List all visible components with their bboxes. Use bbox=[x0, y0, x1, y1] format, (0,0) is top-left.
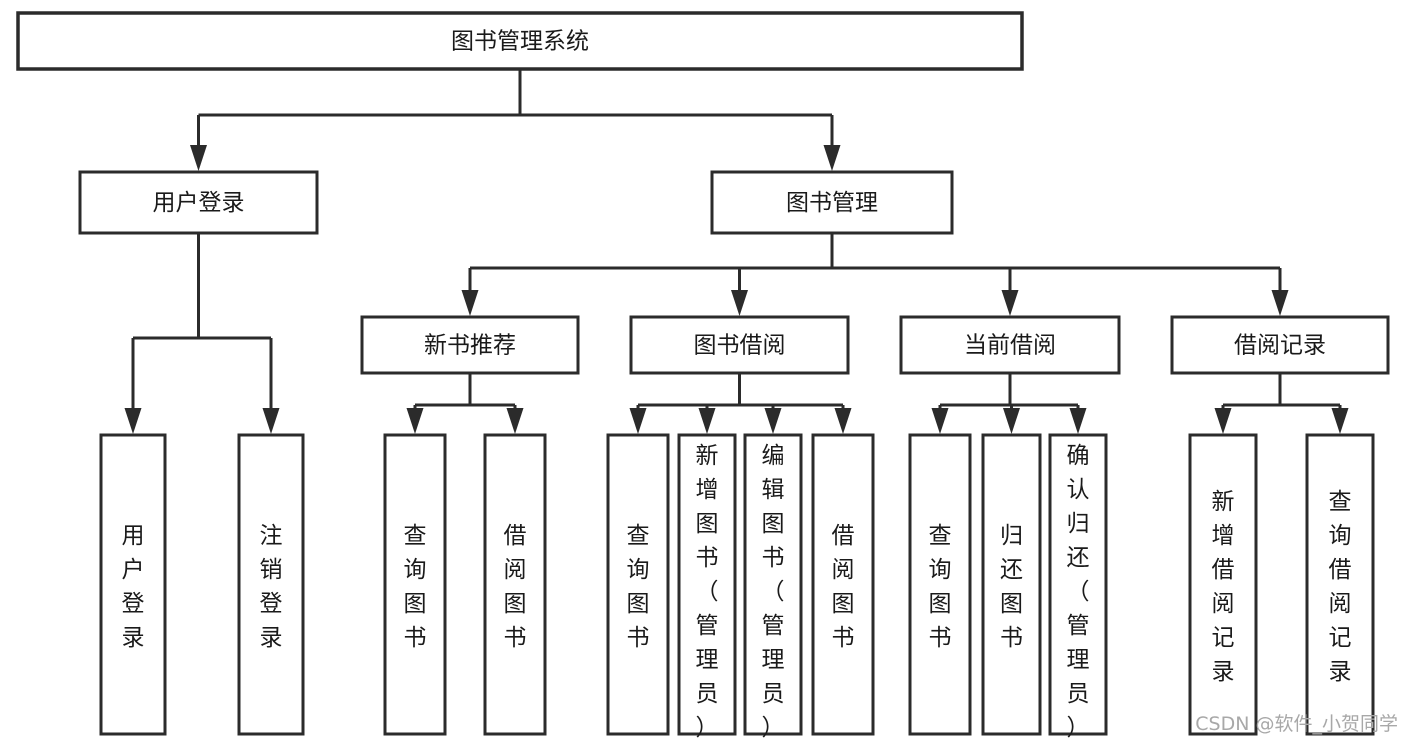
node-box-leaf-borrow-book-2[interactable] bbox=[811, 433, 875, 736]
node-box-user-login[interactable] bbox=[78, 170, 319, 235]
node-box-book-borrow[interactable] bbox=[629, 315, 850, 375]
node-leaf-query-book-2[interactable]: 查询图书 bbox=[606, 433, 670, 736]
node-borrow-record[interactable]: 借阅记录 bbox=[1170, 315, 1390, 375]
connector-group-root bbox=[190, 69, 841, 171]
node-leaf-add-book[interactable]: 新增图书（管理员） bbox=[677, 433, 737, 741]
node-leaf-query-book-3[interactable]: 查询图书 bbox=[908, 433, 972, 736]
node-leaf-edit-book[interactable]: 编辑图书（管理员） bbox=[743, 433, 803, 741]
node-leaf-query-record[interactable]: 查询借阅记录 bbox=[1305, 433, 1375, 736]
node-label-book-management: 图书管理 bbox=[786, 190, 878, 216]
node-label-leaf-query-book-2: 查询图书 bbox=[627, 523, 650, 651]
node-box-leaf-add-book[interactable] bbox=[677, 433, 737, 736]
node-label-leaf-query-book-1: 查询图书 bbox=[404, 523, 427, 651]
node-label-leaf-user-logout: 注销登录 bbox=[260, 523, 283, 651]
arrow-head-leaf-query-book-3 bbox=[931, 408, 949, 434]
node-leaf-user-logout[interactable]: 注销登录 bbox=[237, 433, 305, 736]
node-leaf-return-book[interactable]: 归还图书 bbox=[981, 433, 1042, 736]
nodes-layer: 图书管理系统用户登录图书管理新书推荐图书借阅当前借阅借阅记录用户登录注销登录查询… bbox=[16, 11, 1390, 741]
node-label-leaf-query-record: 查询借阅记录 bbox=[1329, 489, 1352, 685]
node-label-leaf-user-login: 用户登录 bbox=[122, 523, 145, 651]
node-label-leaf-query-book-3: 查询图书 bbox=[929, 523, 952, 651]
node-label-leaf-borrow-book-1: 借阅图书 bbox=[504, 523, 527, 651]
arrow-head-borrow-record bbox=[1271, 290, 1289, 316]
node-box-leaf-query-book-2[interactable] bbox=[606, 433, 670, 736]
connector-group-book-borrow bbox=[629, 373, 852, 434]
node-label-book-borrow: 图书借阅 bbox=[694, 333, 786, 359]
arrow-head-leaf-user-logout bbox=[262, 408, 280, 434]
node-book-borrow[interactable]: 图书借阅 bbox=[629, 315, 850, 375]
node-label-leaf-borrow-book-2: 借阅图书 bbox=[832, 523, 855, 651]
node-label-current-borrow: 当前借阅 bbox=[964, 333, 1056, 359]
node-book-management[interactable]: 图书管理 bbox=[710, 170, 954, 235]
node-box-leaf-user-logout[interactable] bbox=[237, 433, 305, 736]
connectors-layer bbox=[124, 69, 1349, 434]
node-box-leaf-borrow-book-1[interactable] bbox=[483, 433, 547, 736]
node-leaf-confirm-return[interactable]: 确认归还（管理员） bbox=[1048, 433, 1108, 741]
node-label-borrow-record: 借阅记录 bbox=[1234, 333, 1326, 359]
node-current-borrow[interactable]: 当前借阅 bbox=[899, 315, 1121, 375]
node-box-leaf-user-login[interactable] bbox=[99, 433, 167, 736]
node-label-root: 图书管理系统 bbox=[451, 29, 589, 55]
node-leaf-user-login[interactable]: 用户登录 bbox=[99, 433, 167, 736]
node-new-book-recommend[interactable]: 新书推荐 bbox=[360, 315, 580, 375]
node-label-leaf-edit-book: 编辑图书（管理员） bbox=[762, 443, 785, 741]
node-box-leaf-query-record[interactable] bbox=[1305, 433, 1375, 736]
arrow-head-leaf-query-record bbox=[1331, 408, 1349, 434]
node-box-leaf-add-record[interactable] bbox=[1188, 433, 1258, 736]
connector-group-book-management bbox=[461, 233, 1289, 316]
node-user-login[interactable]: 用户登录 bbox=[78, 170, 319, 235]
arrow-head-new-book-recommend bbox=[461, 290, 479, 316]
arrow-head-leaf-query-book-1 bbox=[406, 408, 424, 434]
node-leaf-borrow-book-1[interactable]: 借阅图书 bbox=[483, 433, 547, 736]
node-leaf-query-book-1[interactable]: 查询图书 bbox=[383, 433, 447, 736]
arrow-head-leaf-edit-book bbox=[764, 408, 782, 434]
node-box-leaf-query-book-3[interactable] bbox=[908, 433, 972, 736]
arrow-head-leaf-borrow-book-1 bbox=[506, 408, 524, 434]
node-leaf-add-record[interactable]: 新增借阅记录 bbox=[1188, 433, 1258, 736]
connector-group-user-login bbox=[124, 233, 280, 434]
connector-group-current-borrow bbox=[931, 373, 1087, 434]
node-box-leaf-edit-book[interactable] bbox=[743, 433, 803, 736]
node-box-book-management[interactable] bbox=[710, 170, 954, 235]
arrow-head-leaf-confirm-return bbox=[1069, 408, 1087, 434]
arrow-head-leaf-query-book-2 bbox=[629, 408, 647, 434]
connector-group-borrow-record bbox=[1214, 373, 1349, 434]
node-box-new-book-recommend[interactable] bbox=[360, 315, 580, 375]
watermark-label: CSDN @软件_小贺同学 bbox=[1195, 713, 1398, 735]
node-label-user-login: 用户登录 bbox=[153, 190, 245, 216]
node-box-leaf-query-book-1[interactable] bbox=[383, 433, 447, 736]
arrow-head-leaf-add-book bbox=[698, 408, 716, 434]
node-box-leaf-return-book[interactable] bbox=[981, 433, 1042, 736]
node-box-borrow-record[interactable] bbox=[1170, 315, 1390, 375]
arrow-head-book-borrow bbox=[731, 290, 748, 316]
arrow-head-leaf-add-record bbox=[1214, 408, 1232, 434]
arrow-head-leaf-user-login bbox=[124, 408, 142, 434]
node-label-leaf-add-book: 新增图书（管理员） bbox=[696, 443, 719, 741]
node-label-leaf-add-record: 新增借阅记录 bbox=[1212, 489, 1235, 685]
arrow-head-leaf-return-book bbox=[1003, 408, 1020, 434]
arrow-head-current-borrow bbox=[1001, 290, 1019, 316]
arrow-head-user-login bbox=[190, 145, 207, 171]
node-leaf-borrow-book-2[interactable]: 借阅图书 bbox=[811, 433, 875, 736]
node-box-current-borrow[interactable] bbox=[899, 315, 1121, 375]
node-label-leaf-confirm-return: 确认归还（管理员） bbox=[1067, 443, 1090, 741]
arrow-head-book-management bbox=[823, 145, 841, 171]
node-label-new-book-recommend: 新书推荐 bbox=[424, 333, 516, 359]
node-root[interactable]: 图书管理系统 bbox=[16, 11, 1024, 71]
connector-group-new-book-recommend bbox=[406, 373, 524, 434]
arrow-head-leaf-borrow-book-2 bbox=[834, 408, 852, 434]
node-box-leaf-confirm-return[interactable] bbox=[1048, 433, 1108, 736]
node-box-root[interactable] bbox=[16, 11, 1024, 71]
node-label-leaf-return-book: 归还图书 bbox=[1000, 523, 1023, 651]
